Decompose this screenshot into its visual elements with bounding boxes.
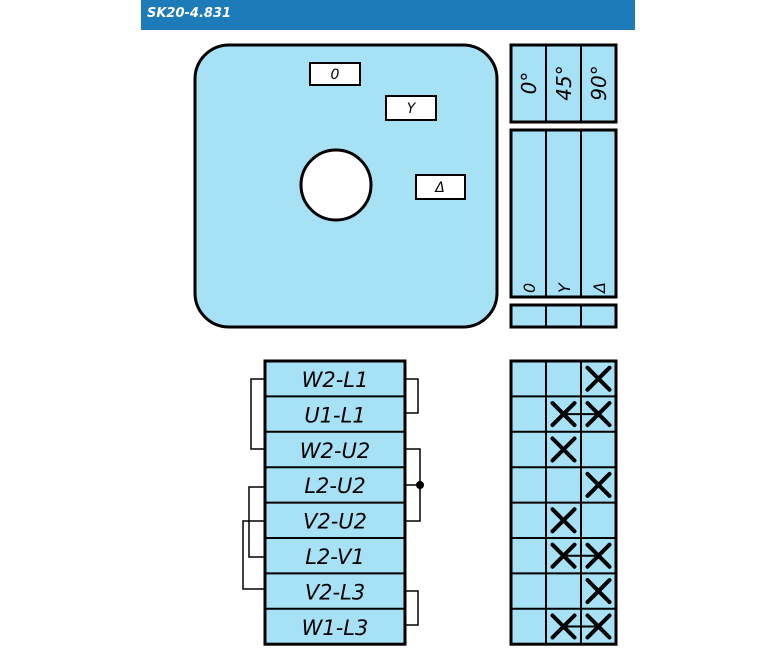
contact-closed-mark	[550, 507, 577, 534]
contact-label: L2-V1	[305, 545, 365, 569]
wire-w2l1-w2u2	[250, 378, 265, 450]
contact-matrix	[509, 359, 618, 646]
header-bar: SK20-4.831	[141, 0, 635, 30]
contact-closed-mark	[585, 471, 612, 498]
position-label-delta: Δ	[434, 180, 445, 196]
position-plate-0	[309, 62, 361, 86]
contact-label: W2-L1	[302, 368, 369, 392]
position-box	[509, 128, 618, 299]
wire-v2u2-v2l3	[242, 520, 265, 590]
angle-table: 0° 45° 90° 0 Y Δ	[509, 43, 618, 329]
column-label-y: Y	[555, 282, 574, 293]
wire-l2u2-l2v1	[248, 486, 265, 558]
contact-closed-mark	[585, 365, 612, 392]
contact-label: V2-U2	[303, 510, 367, 534]
contact-label: W1-L3	[302, 616, 369, 640]
contact-label: W2-U2	[300, 439, 370, 463]
contact-label: U1-L1	[304, 403, 365, 427]
wire-w2l1-u1l1	[405, 378, 419, 414]
position-label-y: Y	[407, 101, 417, 117]
wire-v2l3-w1l3	[405, 590, 419, 626]
contact-label: L2-U2	[304, 474, 365, 498]
position-label-0: 0	[331, 67, 340, 83]
junction-dot	[416, 481, 424, 489]
contact-label: V2-L3	[305, 580, 365, 604]
position-plate-y	[385, 95, 437, 121]
position-plate-delta	[415, 174, 466, 200]
diagram-title: SK20-4.831	[147, 6, 232, 21]
shaft-hole	[299, 148, 373, 222]
angle-label-0: 0°	[517, 72, 541, 95]
faceplate: 0 Y Δ	[193, 43, 499, 329]
column-label-0: 0	[520, 283, 539, 293]
angle-label-90: 90°	[587, 65, 611, 100]
contact-closed-mark	[550, 436, 577, 463]
angle-label-45: 45°	[552, 65, 576, 100]
angle-box	[509, 43, 618, 124]
footer-box	[509, 303, 618, 329]
column-label-delta: Δ	[590, 282, 609, 295]
contact-closed-mark	[585, 578, 612, 605]
